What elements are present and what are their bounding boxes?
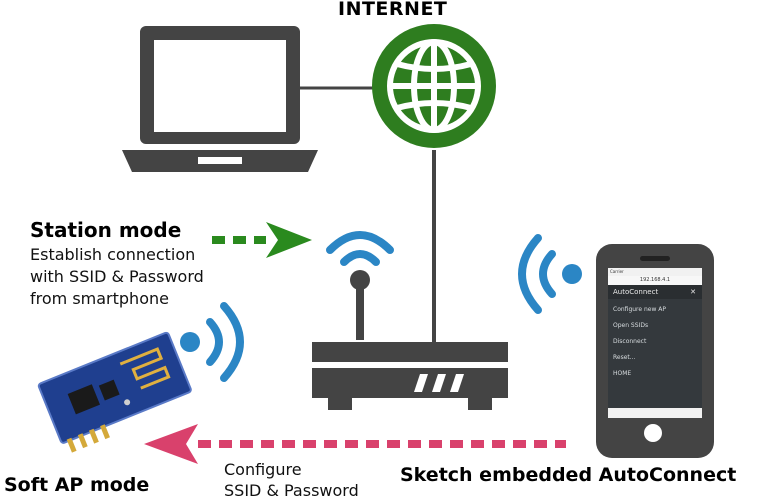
smartphone-icon: Carrier 192.168.4.1 AutoConnect ✕ Config…	[596, 244, 714, 458]
configure-description: Configure SSID & Password	[224, 459, 359, 501]
phone-status-bar: Carrier	[608, 268, 702, 276]
router-icon	[312, 270, 508, 410]
esp-module-icon	[37, 331, 192, 453]
configure-arrow	[144, 424, 566, 464]
phone-carrier: Carrier	[610, 269, 624, 274]
esp-wifi-icon	[180, 302, 244, 382]
phone-toolbar	[608, 408, 702, 418]
home-button[interactable]	[644, 424, 662, 442]
configure-line-2: SSID & Password	[224, 481, 359, 500]
phone-menu-item[interactable]: Configure new AP	[613, 306, 667, 313]
phone-menu: Configure new AP Open SSIDs Disconnect R…	[608, 299, 702, 385]
station-desc-line-1: Establish connection	[30, 245, 196, 264]
station-arrow	[212, 222, 312, 258]
phone-address-bar: 192.168.4.1	[608, 276, 702, 285]
phone-app-title: AutoConnect	[613, 288, 659, 296]
phone-speaker	[640, 256, 670, 261]
phone-menu-item[interactable]: HOME	[613, 370, 632, 377]
phone-app-header: AutoConnect ✕	[608, 285, 702, 299]
globe-icon	[372, 24, 496, 148]
station-desc-line-2: with SSID & Password	[30, 267, 204, 286]
station-mode-title: Station mode	[30, 218, 182, 242]
station-mode-description: Establish connection with SSID & Passwor…	[30, 244, 204, 310]
configure-line-1: Configure	[224, 460, 302, 479]
phone-menu-item[interactable]: Open SSIDs	[613, 322, 649, 329]
laptop-icon	[122, 26, 318, 172]
close-icon[interactable]: ✕	[690, 288, 696, 296]
phone-menu-item[interactable]: Reset...	[613, 354, 636, 361]
phone-wifi-icon	[518, 234, 582, 314]
phone-screen: Carrier 192.168.4.1 AutoConnect ✕ Config…	[608, 268, 702, 418]
soft-ap-mode-title: Soft AP mode	[4, 474, 150, 496]
phone-menu-item[interactable]: Disconnect	[613, 338, 647, 345]
station-desc-line-3: from smartphone	[30, 289, 169, 308]
internet-label: INTERNET	[338, 0, 448, 20]
sketch-embedded-title: Sketch embedded AutoConnect	[400, 464, 737, 486]
